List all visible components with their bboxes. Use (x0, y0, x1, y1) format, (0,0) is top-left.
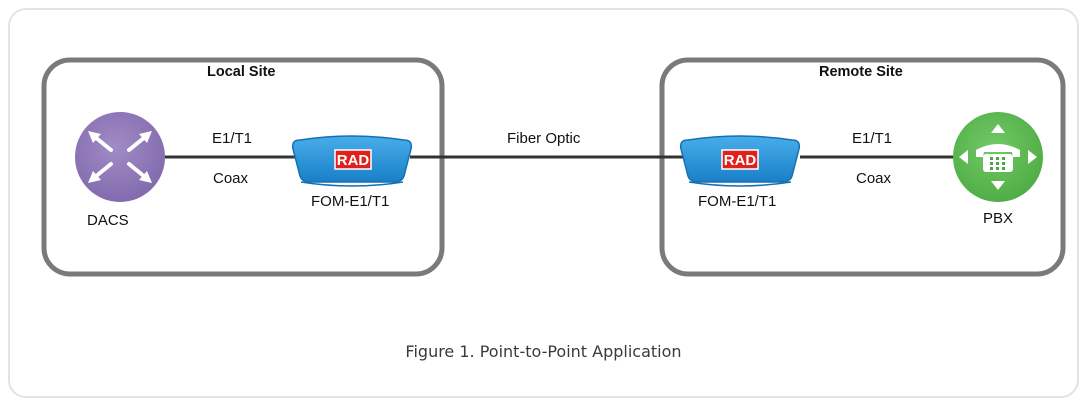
remote-link-bottom-label: Coax (856, 170, 892, 187)
local-link-top-label: E1/T1 (212, 130, 253, 147)
local-link-bottom-label: Coax (213, 170, 249, 187)
fom-remote-device (679, 135, 801, 187)
figure-caption: Figure 1. Point-to-Point Application (405, 342, 682, 361)
fom-local-label: FOM-E1/T1 (311, 193, 390, 210)
fiber-link-label: Fiber Optic (507, 130, 581, 147)
remote-link-top-label: E1/T1 (852, 130, 893, 147)
remote-site-title: Remote Site (819, 64, 903, 80)
rad-logo-text: RAD (724, 152, 757, 169)
rad-logo (721, 149, 759, 170)
fom-remote-label: FOM-E1/T1 (698, 193, 777, 210)
local-site-title: Local Site (207, 64, 276, 80)
rad-logo-text: RAD (337, 152, 370, 169)
fom-local-device (291, 135, 413, 187)
remote-site-box (659, 57, 1066, 277)
rad-logo (334, 149, 372, 170)
pbx-label: PBX (983, 210, 1014, 227)
dacs-label: DACS (87, 212, 129, 229)
router-icon (75, 112, 165, 202)
phone-icon (953, 112, 1043, 202)
local-site-box (41, 57, 445, 277)
